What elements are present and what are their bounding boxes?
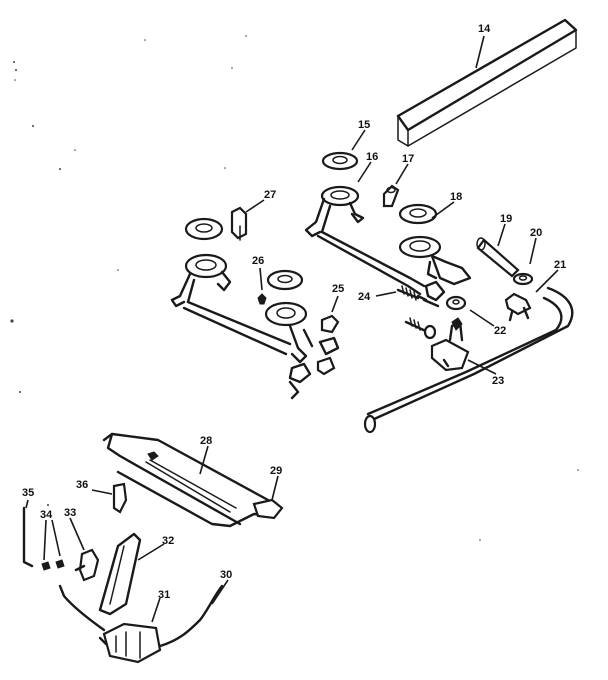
part-32-plate [98, 532, 142, 616]
scan-specks [10, 35, 579, 541]
part-manifold-tube [363, 286, 574, 434]
callout-18: 18 [450, 191, 462, 203]
part-28-panel-bracket [102, 432, 272, 528]
part-16-burner-assembly [304, 185, 426, 296]
callout-22: 22 [494, 325, 506, 337]
part-20-nut [512, 272, 534, 286]
callout-27: 27 [264, 189, 276, 201]
callout-20: 20 [530, 227, 542, 239]
callout-21: 21 [554, 259, 566, 271]
part-34-screws [41, 559, 65, 571]
part-21-fitting [504, 292, 532, 322]
part-31-thermostat [98, 622, 162, 664]
callout-35: 35 [22, 487, 34, 499]
callout-14: 14 [478, 23, 491, 35]
part-mid-brackets [288, 362, 312, 400]
part-27-clip [230, 206, 248, 241]
callout-16: 16 [366, 151, 378, 163]
callout-labels: 14 15 16 17 18 19 20 21 22 23 24 25 26 2… [22, 23, 566, 601]
part-15-burner-ring [321, 151, 359, 171]
callout-34: 34 [40, 509, 53, 521]
part-19-tube [476, 237, 520, 278]
part-left-burner-assembly [170, 253, 292, 356]
part-18-burner-head [398, 203, 472, 286]
callout-23: 23 [492, 375, 504, 387]
part-22-nut [445, 295, 467, 311]
part-valve-spring [404, 317, 437, 340]
part-14-trim-strip [396, 18, 578, 147]
callout-33: 33 [64, 507, 76, 519]
callout-17: 17 [402, 153, 414, 165]
part-mid-burner-ring [266, 269, 304, 291]
part-left-burner-ring [184, 217, 224, 241]
callout-24: 24 [358, 291, 371, 303]
callout-25: 25 [332, 283, 344, 295]
part-mid-burner-head [264, 301, 314, 364]
callout-29: 29 [270, 465, 282, 477]
part-23-valve [430, 317, 470, 372]
part-29-tab [252, 498, 284, 520]
part-30-capillary [58, 584, 224, 648]
part-bracket-mid [422, 280, 446, 308]
part-35-pin [22, 506, 34, 568]
callout-28: 28 [200, 435, 212, 447]
callout-31: 31 [158, 589, 170, 601]
part-25-clips [316, 314, 340, 376]
callout-19: 19 [500, 213, 512, 225]
callout-26: 26 [252, 255, 264, 267]
part-33-fitting [74, 548, 100, 582]
leader-lines [25, 35, 559, 623]
part-17-orifice [382, 184, 400, 208]
callout-36: 36 [76, 479, 88, 491]
part-26-orifice [257, 293, 267, 305]
part-36-stem [112, 482, 128, 514]
callout-32: 32 [162, 535, 174, 547]
callout-30: 30 [220, 569, 232, 581]
callout-15: 15 [358, 119, 370, 131]
